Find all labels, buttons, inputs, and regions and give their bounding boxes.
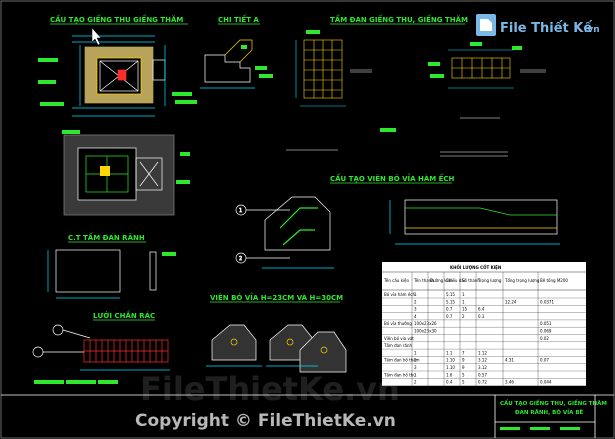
table-cell: 5 <box>462 380 465 385</box>
table-cell: 1.12 <box>478 350 487 355</box>
title-block-fields <box>500 427 580 430</box>
table-cell: 5 <box>462 372 465 377</box>
gieng-thu-plan <box>72 35 166 117</box>
table-cell: 7 <box>462 350 465 355</box>
table-header-cell: Chiều dài <box>446 278 465 283</box>
table-header-cell: Tên cấu kiện <box>383 278 409 283</box>
tam-dan-ranh-section <box>47 249 176 299</box>
table-cell: 4 <box>414 314 417 319</box>
gieng-tham-section <box>63 134 175 216</box>
luoi-chan-rac-section <box>80 339 170 371</box>
table-cell: 3.12 <box>478 358 487 363</box>
table-cell: 3.12 <box>478 365 487 370</box>
svg-text:2: 2 <box>239 256 242 262</box>
logo-text: File Thiết Kế <box>500 21 592 36</box>
table-cell: 9 <box>462 358 465 363</box>
gieng-tham-labels <box>176 152 190 184</box>
table-cell: 3 <box>414 307 417 312</box>
luoi-callouts <box>32 324 91 358</box>
table-cell: 100x23x30 <box>414 329 437 334</box>
table-cell: 3.46 <box>505 380 514 385</box>
table-cell: 0.72 <box>478 380 487 385</box>
table-cell: 0.02 <box>540 336 549 341</box>
table-cell: 0.069 <box>540 329 552 334</box>
table-cell: 100x23x26 <box>414 321 437 326</box>
vien-bo-via-sections <box>206 324 347 373</box>
table-cell: 6.4 <box>478 307 485 312</box>
table-cell: 1 <box>462 292 465 297</box>
copyright-text: Copyright © FileThietKe.vn <box>135 411 396 431</box>
table-cell: Tấm đan hố thu <box>383 372 416 377</box>
table-cell: 0.7 <box>446 307 453 312</box>
table-cell: 0.07 <box>540 358 549 363</box>
table-cell: Tấm đan hố thăm <box>383 358 420 363</box>
table-cell: 12.24 <box>505 299 517 304</box>
table-cell: 2 <box>462 314 465 319</box>
title-bo-via-ham-ech: CẤU TẠO VIÊN BÓ VỈA HÀM ẾCH <box>330 173 455 183</box>
table-header-cell: Bê tông M200 <box>540 278 568 283</box>
table-cell: 9 <box>462 365 465 370</box>
table-cell: Viên bó via vát <box>384 336 414 341</box>
logo-suffix: .vn <box>584 25 600 35</box>
table-cell: 1.10 <box>446 358 455 363</box>
gieng-thu-labels <box>38 58 197 134</box>
table-cell: 0.044 <box>540 380 552 385</box>
table-header-cell: Số thanh <box>462 278 480 283</box>
chi-tiet-a-section <box>200 39 273 89</box>
mouse-cursor-icon <box>91 27 102 46</box>
table-header-cell: Tên thanh <box>413 278 434 283</box>
luoi-labels <box>34 380 118 384</box>
table-cell: 0.4 <box>446 380 453 385</box>
table-cell: 1 <box>414 350 417 355</box>
table-title: KHỐI LƯỢNG CỐT KIỆN <box>450 265 501 270</box>
title-block-line1: CẤU TẠO GIẾNG THU, GIẾNG THĂM <box>500 399 607 407</box>
table-cell: 0.3 <box>478 314 485 319</box>
title-tam-dan: TẤM ĐAN GIẾNG THU, GIẾNG THĂM <box>330 14 468 24</box>
table-cell: 0.7 <box>446 314 453 319</box>
table-cell: 1 <box>414 292 417 297</box>
table-cell: 15 <box>462 307 468 312</box>
table-cell: 5.15 <box>446 292 455 297</box>
tam-dan-grid-2 <box>448 49 514 89</box>
bo-via-plan <box>389 199 560 245</box>
title-giếng-thu: CẤU TẠO GIẾNG THU GIẾNG THĂM <box>50 14 183 24</box>
table-cell: Bó vỉa thường <box>384 321 412 326</box>
table-cell: Bó vỉa hàm ếch <box>384 292 415 297</box>
table-cell: 0.051 <box>540 321 552 326</box>
table-cell: 1 <box>414 372 417 377</box>
table-cell: 1.10 <box>446 365 455 370</box>
tam-dan-labels <box>306 30 522 132</box>
table-cell: 4.31 <box>505 358 514 363</box>
bo-via-ham-ech-section: 1 2 <box>235 196 334 269</box>
table-cell: 2 <box>414 380 417 385</box>
table-cell: 1.1 <box>446 350 453 355</box>
svg-text:1: 1 <box>239 208 242 214</box>
table-header-cell: Tổng trọng lượng <box>504 278 540 283</box>
table-cell: 3 <box>414 365 417 370</box>
khoi-luong-table: KHỐI LƯỢNG CỐT KIỆN <box>382 262 586 386</box>
tam-dan-bars <box>286 69 546 157</box>
title-tam-dan-ranh: C.T TẤM ĐAN RÃNH <box>68 232 145 242</box>
tam-dan-grid-1 <box>295 39 346 107</box>
filethietke-logo: File Thiết Kế .vn <box>476 14 600 36</box>
table-cell: 0.0371 <box>540 299 554 304</box>
table-cell: 0.57 <box>478 372 487 377</box>
title-vien-bo-via: VIÊN BÓ VỈA H=23CM VÀ H=30CM <box>210 292 343 302</box>
title-luoi-chan-rac: LƯỚI CHẮN RÁC <box>93 310 155 320</box>
table-cell: Tấm đan rãnh <box>383 343 412 348</box>
table-cell: 2 <box>414 358 417 363</box>
table-cell: 2 <box>414 299 417 304</box>
table-cell: 5.15 <box>446 299 455 304</box>
table-header-cell: Đường kính <box>430 278 453 283</box>
watermark: FileThietKe.vn <box>140 370 400 408</box>
table-cell: 1.6 <box>446 372 453 377</box>
title-block-line2: ĐAN RÃNH, BÓ VỈA BÊ <box>515 408 584 416</box>
title-chi-tiet-a: CHI TIẾT A <box>218 14 259 24</box>
table-cell: 1 <box>462 299 465 304</box>
table-header-cell: Trọng lượng <box>477 278 502 283</box>
